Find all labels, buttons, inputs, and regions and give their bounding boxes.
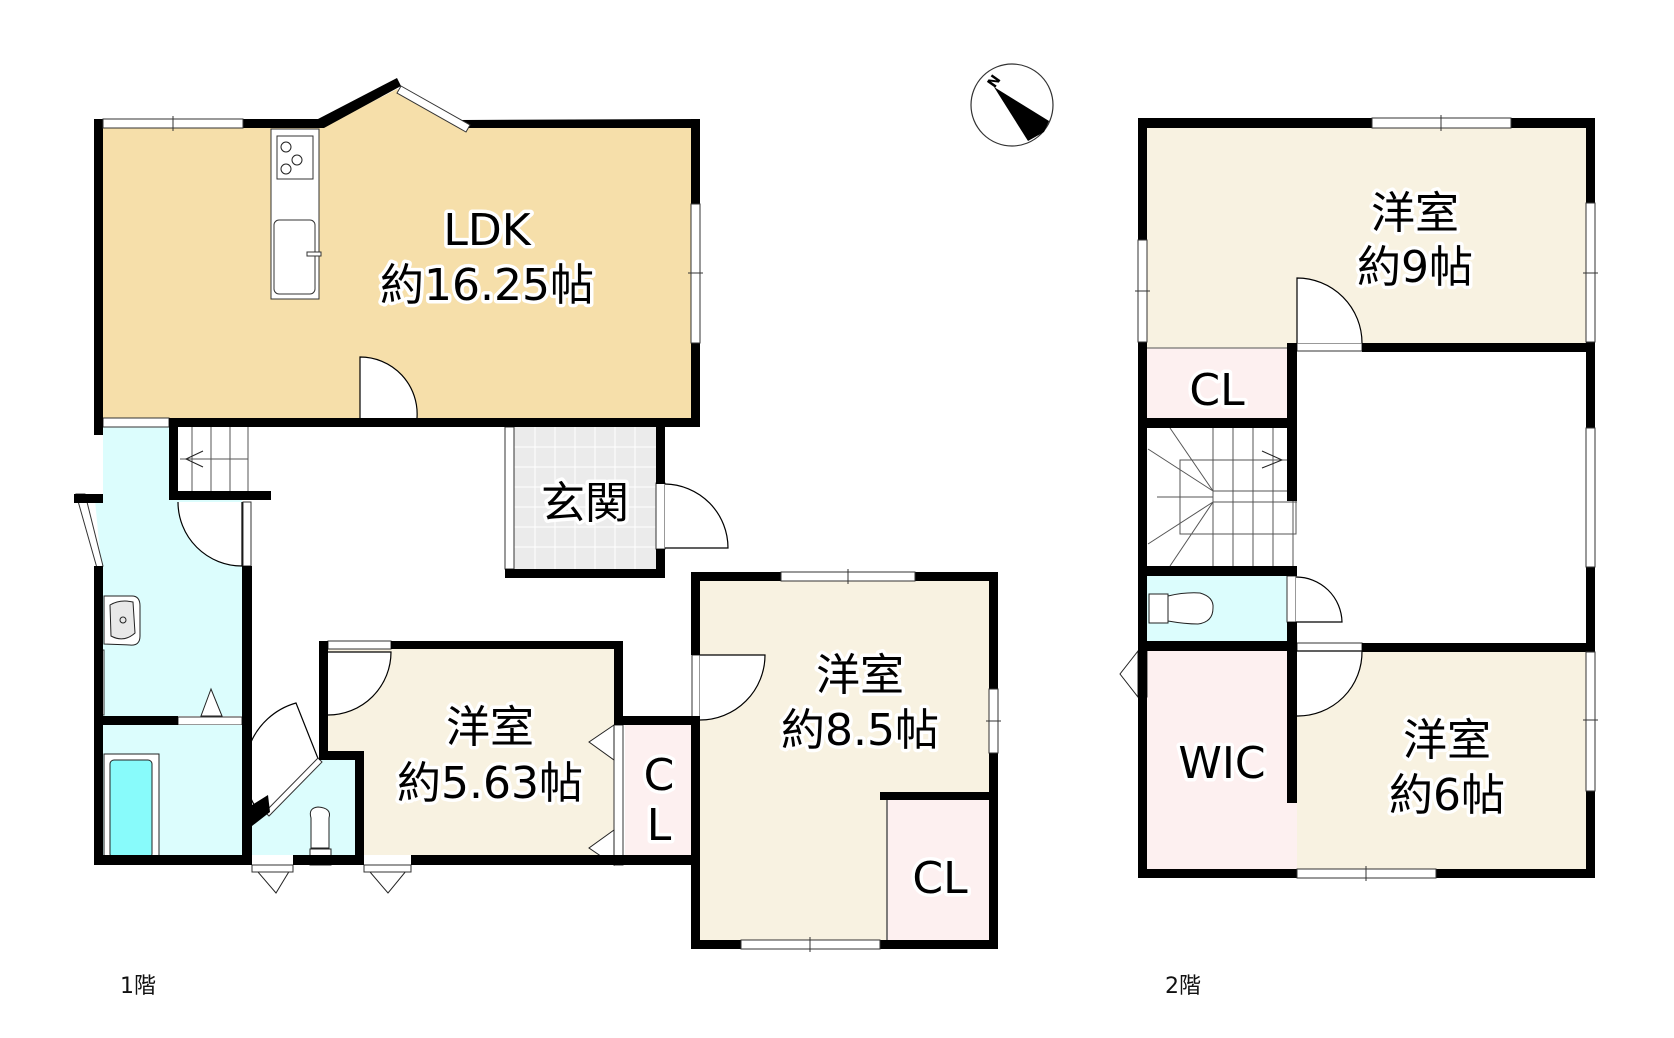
kitchen-counter [270, 128, 322, 300]
toilet-icon-2f [1148, 592, 1214, 625]
toilet-2f-door [1295, 576, 1343, 623]
room-western-9 [1147, 128, 1586, 348]
staircase-2f [1147, 427, 1297, 567]
washroom-door [177, 501, 243, 567]
room-6-door [1296, 650, 1363, 717]
closet-vertical-line2: L [647, 800, 672, 851]
closet-2f [1147, 348, 1287, 418]
windows-1f [102, 85, 1001, 952]
staircase-1f [180, 427, 249, 491]
floor-2-plan: 洋室 約9帖 CL WIC 洋室 約6帖 [1119, 115, 1598, 881]
room-western-563 [328, 649, 614, 855]
room-563-name: 洋室 [446, 702, 534, 753]
entrance-name: 玄関 [541, 478, 629, 529]
sink-icon [273, 219, 316, 295]
north-arrow-icon: N [970, 63, 1054, 147]
room-9-door [1296, 277, 1363, 344]
room-ldk [103, 89, 691, 418]
closet-85-name: CL [912, 853, 968, 904]
closet-1f-85 [887, 800, 989, 940]
closet-2f-name: CL [1189, 365, 1245, 416]
room-85-door [699, 654, 766, 721]
walk-in-closet [1147, 651, 1297, 869]
floor-2-label: 2階 [1165, 974, 1201, 999]
room-entrance [504, 426, 656, 570]
room-85-area: 約8.5帖 [781, 705, 939, 756]
closet-vertical-line1: C [644, 750, 675, 801]
room-6-area: 約6帖 [1389, 770, 1505, 821]
room-85-name: 洋室 [816, 650, 904, 701]
ldk-name: LDK [443, 205, 531, 256]
room-9-area: 約9帖 [1357, 242, 1473, 293]
room-563-door [327, 651, 392, 716]
wic-name: WIC [1178, 738, 1265, 789]
entrance-door [655, 482, 729, 550]
floor-1-label: 1階 [120, 974, 156, 999]
bathtub-icon [109, 759, 153, 859]
room-6-name: 洋室 [1403, 715, 1491, 766]
floor-1-plan: LDK 約16.25帖 玄関 洋室 約5.63帖 C L 洋室 約8.5帖 CL [74, 78, 1001, 952]
wash-basin-icon [103, 595, 141, 646]
ldk-area: 約16.25帖 [380, 260, 594, 311]
windows-2f [1135, 115, 1598, 881]
room-563-area: 約5.63帖 [397, 758, 583, 809]
room-9-name: 洋室 [1371, 188, 1459, 239]
closet-1f-vertical [625, 725, 691, 865]
